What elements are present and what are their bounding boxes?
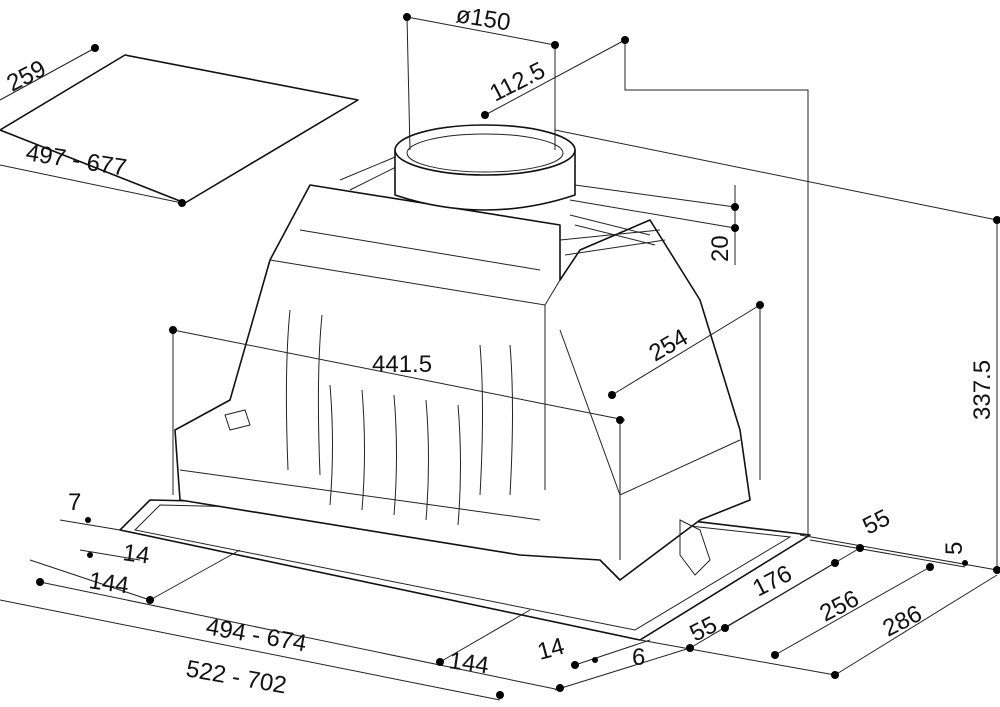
cutout-plate xyxy=(0,54,359,204)
label-cutout-depth: 259 xyxy=(2,55,50,97)
label-frame-offset-left: 144 xyxy=(87,567,130,599)
label-total-height: 337.5 xyxy=(969,360,996,420)
label-frame-thickness: 5 xyxy=(941,542,968,555)
dimension-lines xyxy=(0,16,998,701)
label-grid-height: 20 xyxy=(707,235,734,262)
label-right-offset-top: 55 xyxy=(858,504,894,540)
label-duct-diameter: ø150 xyxy=(454,1,512,36)
label-body-width: 441.5 xyxy=(372,351,432,378)
label-outer-width: 522 - 702 xyxy=(184,655,289,699)
hood-ribs xyxy=(285,309,513,526)
label-depth-outer: 286 xyxy=(878,600,926,642)
dimension-points xyxy=(36,13,1000,699)
hood-body xyxy=(174,184,751,581)
label-frame-offset-right: 144 xyxy=(447,647,490,679)
side-bracket xyxy=(224,409,251,431)
label-frame-edge-left: 7 xyxy=(68,489,81,516)
cutout-dimension-lines xyxy=(0,44,186,207)
label-frame-edge-right: 6 xyxy=(632,644,645,671)
label-frame-inset-left: 14 xyxy=(121,539,151,569)
top-grille xyxy=(339,154,666,256)
label-depth-mid: 256 xyxy=(815,585,863,627)
label-frame-inset-right: 14 xyxy=(535,633,568,666)
duct-collar xyxy=(394,124,576,211)
label-right-offset-bottom: 55 xyxy=(685,611,721,647)
latch-mechanism xyxy=(679,519,711,576)
label-duct-offset: 112.5 xyxy=(485,57,549,108)
